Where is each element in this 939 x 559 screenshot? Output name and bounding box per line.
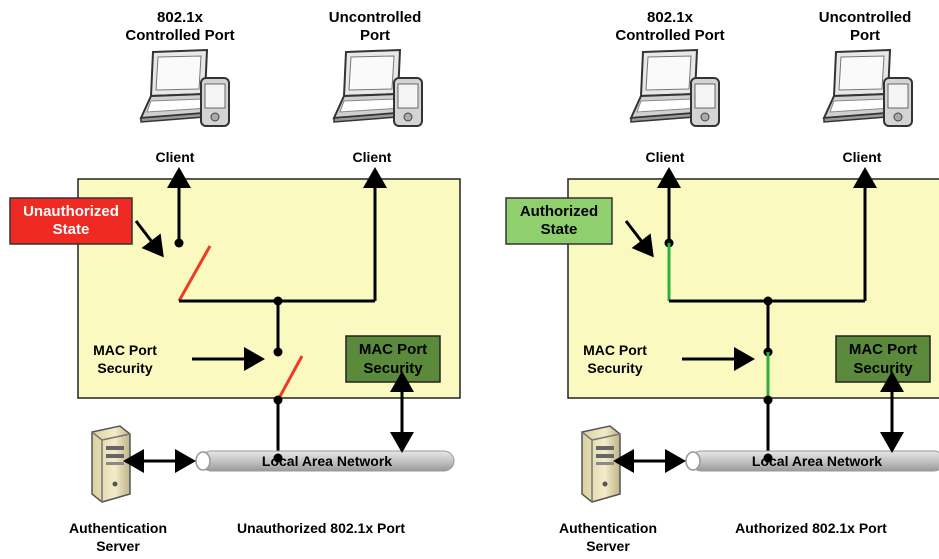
- state-pointer-arrow: [134, 220, 164, 258]
- state-box: [505, 197, 613, 245]
- lan-label: Local Area Network: [262, 453, 392, 469]
- controlled-client-laptop-icon: [140, 49, 230, 127]
- panel-caption: Authorized 802.1x Port: [735, 520, 887, 536]
- authentication-server-icon: [91, 425, 131, 503]
- lan-pipe-end: [195, 451, 211, 471]
- uncontrolled-client-laptop-icon: [333, 49, 423, 127]
- lan-label: Local Area Network: [752, 453, 882, 469]
- mac-switch-open: [276, 355, 304, 401]
- controlled-switch-open: [177, 245, 212, 302]
- controlled-client-laptop-icon: [630, 49, 720, 127]
- controlled-port-node: [174, 238, 184, 248]
- authentication-server-icon: [581, 425, 621, 503]
- lan-pipe-end: [685, 451, 701, 471]
- controlled-client-label: Client: [156, 149, 195, 165]
- lan-node: [763, 453, 773, 463]
- lan-node: [273, 453, 283, 463]
- controlled-client-label: Client: [646, 149, 685, 165]
- state-box: [9, 197, 133, 245]
- panel-caption: Unauthorized 802.1x Port: [237, 520, 405, 536]
- mac-switch-upper-node: [273, 347, 283, 357]
- uncontrolled-client-label: Client: [353, 149, 392, 165]
- state-pointer-arrow: [624, 220, 654, 258]
- uncontrolled-client-label: Client: [843, 149, 882, 165]
- uncontrolled-client-laptop-icon: [823, 49, 913, 127]
